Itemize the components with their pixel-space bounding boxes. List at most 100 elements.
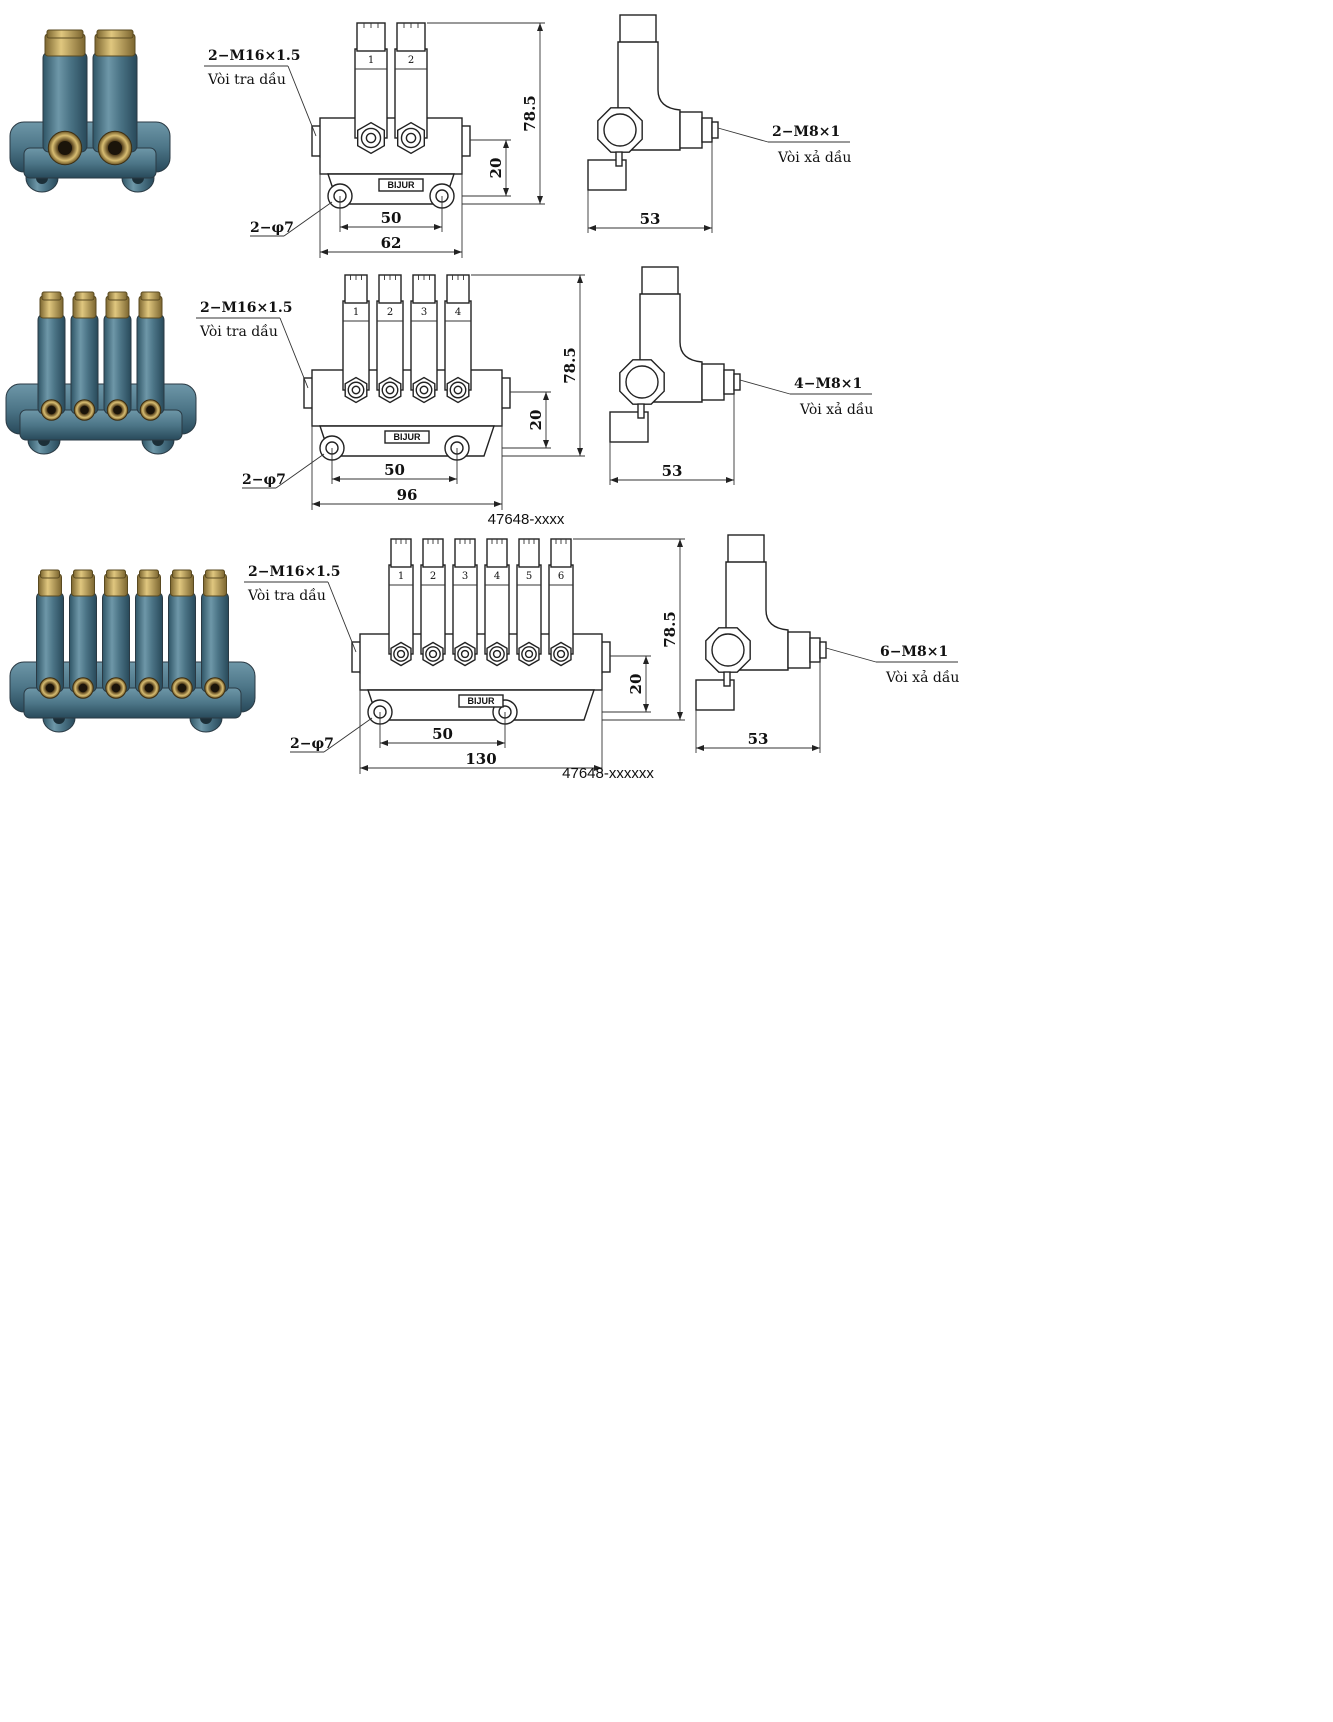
valve-stem-outline [420,564,446,655]
valve-stem [201,591,229,693]
inlet-label: Vòi tra dầu [199,323,278,340]
outlet-port-hole [107,140,123,156]
side-depth-arrow-right [812,745,820,751]
product-photo [9,569,256,733]
side-outlet-nut [723,369,735,395]
inlet-label: Vòi tra dầu [247,587,326,604]
overall-height-arrow-bottom [537,196,543,204]
valve-stem-outline [516,564,542,655]
outlet-nut-bore [396,649,406,659]
overall-width-arrow-right [594,765,602,771]
outlet-nut-bore [405,132,417,144]
outlet-number: 1 [368,55,374,66]
outlet-nut-bore [524,649,534,659]
mount-offset-arrow-bottom [543,440,549,448]
brass-cap-top [73,569,93,579]
side-outlet-tip [819,641,827,659]
manifold-outline [311,369,503,427]
outlet-number: 3 [462,571,468,582]
overall-width-arrow-left [360,765,368,771]
outlet-number: 6 [558,571,564,582]
hole-leader-line [323,717,373,753]
hole-spacing-arrow-left [332,476,340,482]
brand-plate [458,694,504,708]
hole-spec: 2−φ7 [290,736,334,752]
hole-spacing-value: 50 [384,461,405,479]
product-photo [9,29,171,193]
manifold-base [19,409,183,441]
mount-offset-arrow-bottom [503,188,509,196]
valve-stem [102,591,130,693]
inlet-leader-line [327,581,357,653]
hole-leader-line [275,453,325,489]
valve-stem [103,313,132,415]
side-outlet-tip [733,373,741,391]
outlet-port-hole [177,683,187,693]
inlet-label: Vòi tra dầu [207,71,286,88]
outlet-label: Vòi xả dầu [777,149,851,166]
mount-offset-value: 20 [487,158,505,179]
valve-stem-outline [452,564,478,655]
outlet-port-hole [146,405,155,415]
brass-cap-top [107,291,128,301]
mount-offset-value: 20 [527,410,545,431]
brass-cap-top [205,569,225,579]
part-number-caption-4: 47648-xxxx [488,511,565,528]
overall-height-arrow-top [537,23,543,31]
valve-stem [168,591,196,693]
valve-stem [69,591,97,693]
overall-width-arrow-left [320,249,328,255]
brass-cap-top [139,569,159,579]
outlet-number: 5 [526,571,532,582]
valve-stem [136,313,165,415]
valve-stem [70,313,99,415]
outlet-port-hole [47,405,56,415]
side-depth-arrow-left [610,477,618,483]
inlet-spec: 2−M16×1.5 [248,564,341,580]
overall-width-value: 130 [465,750,496,768]
valve-stem [135,591,163,693]
outlet-leader-line [739,379,791,395]
valve-stem [37,313,66,415]
outlet-nut-bore [385,385,395,395]
inlet-leader-line [279,317,309,389]
brand-plate [378,178,424,192]
hole-spacing-arrow-left [340,224,348,230]
brass-cap-top [46,29,84,39]
side-depth-arrow-left [588,225,596,231]
side-pin [723,671,731,687]
outlet-nut-bore [460,649,470,659]
inlet-spec: 2−M16×1.5 [200,300,293,316]
valve-stem [36,591,64,693]
outlet-label: Vòi xả dầu [885,669,959,686]
side-cap [619,14,657,44]
manifold-base [23,147,157,179]
valve-stem-outline [342,300,370,391]
outlet-number: 1 [353,307,359,318]
side-outlet-tip [711,121,719,139]
mount-offset-arrow-bottom [643,704,649,712]
outlet-number: 3 [421,307,427,318]
brass-cap-top [74,291,95,301]
overall-height-value: 78.5 [661,611,679,648]
side-inlet-ring [711,633,745,667]
side-outlet-body [701,363,725,401]
inlet-spec: 2−M16×1.5 [208,48,301,64]
brass-cap-top [172,569,192,579]
hole-spacing-value: 50 [432,725,453,743]
outlet-nut-bore [419,385,429,395]
inlet-leader-line [287,65,317,137]
outlet-nut-bore [492,649,502,659]
brass-cap-top [140,291,161,301]
brass-cap-top [40,569,60,579]
hole-spacing-arrow-right [497,740,505,746]
overall-height-value: 78.5 [521,95,539,132]
outlet-number: 2 [387,307,393,318]
outlet-leader-line [825,647,877,663]
